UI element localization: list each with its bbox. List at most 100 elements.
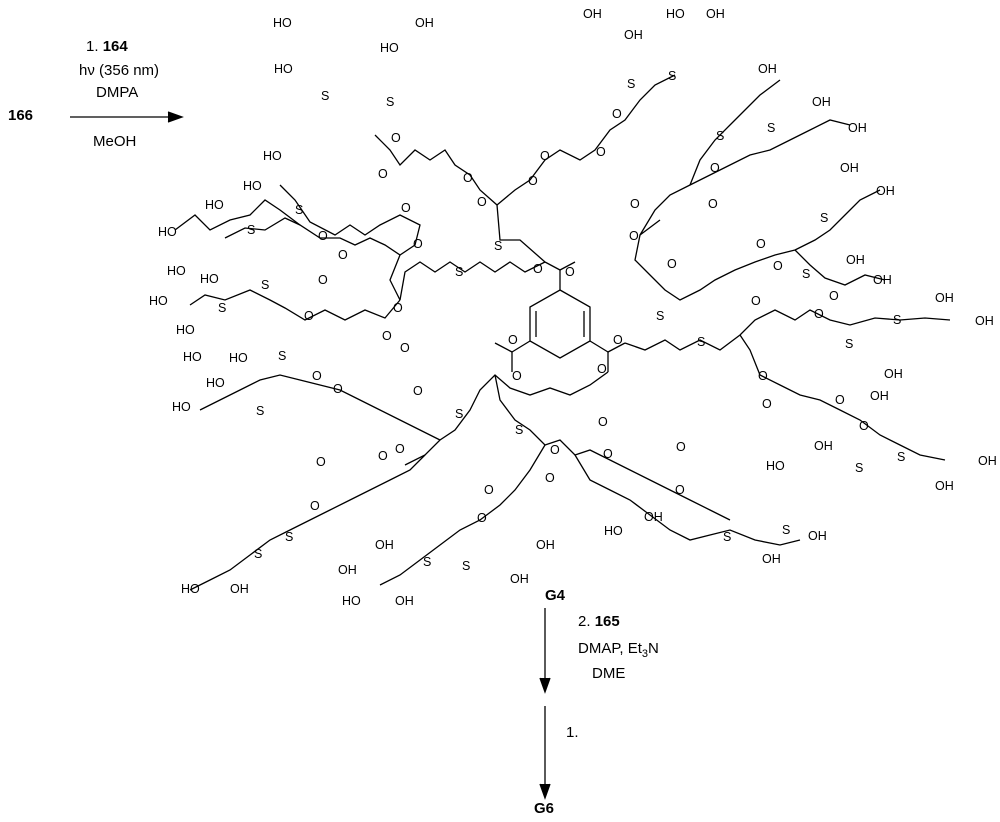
- svg-text:O: O: [528, 174, 538, 188]
- svg-text:OH: OH: [230, 582, 249, 596]
- svg-text:OH: OH: [510, 572, 529, 586]
- svg-text:S: S: [845, 337, 853, 351]
- svg-text:S: S: [656, 309, 664, 323]
- svg-text:O: O: [814, 307, 824, 321]
- svg-text:O: O: [512, 369, 522, 383]
- svg-text:O: O: [393, 301, 403, 315]
- svg-text:HO: HO: [183, 350, 202, 364]
- svg-text:O: O: [508, 333, 518, 347]
- svg-text:O: O: [304, 309, 314, 323]
- svg-text:O: O: [312, 369, 322, 383]
- svg-text:OH: OH: [762, 552, 781, 566]
- svg-text:O: O: [710, 161, 720, 175]
- svg-text:O: O: [675, 483, 685, 497]
- svg-text:O: O: [310, 499, 320, 513]
- svg-text:HO: HO: [342, 594, 361, 608]
- svg-text:S: S: [254, 547, 262, 561]
- initiator-dmpa: DMPA: [96, 84, 139, 101]
- svg-text:O: O: [400, 341, 410, 355]
- svg-text:O: O: [756, 237, 766, 251]
- reagent-164: 164: [102, 38, 128, 55]
- svg-text:O: O: [596, 145, 606, 159]
- svg-text:S: S: [261, 278, 269, 292]
- svg-text:OH: OH: [415, 16, 434, 30]
- svg-text:OH: OH: [758, 62, 777, 76]
- wavelength: (356 nm): [99, 62, 160, 79]
- svg-text:O: O: [603, 447, 613, 461]
- svg-text:S: S: [855, 461, 863, 475]
- svg-text:OH: OH: [624, 28, 643, 42]
- svg-text:S: S: [256, 404, 264, 418]
- svg-text:S: S: [423, 555, 431, 569]
- solvent-meoh: MeOH: [93, 133, 137, 150]
- svg-text:HO: HO: [229, 351, 248, 365]
- reaction-arrow-3: [539, 706, 551, 800]
- svg-text:HO: HO: [149, 294, 168, 308]
- svg-text:O: O: [598, 415, 608, 429]
- svg-text:S: S: [782, 523, 790, 537]
- svg-text:O: O: [597, 362, 607, 376]
- svg-text:S: S: [462, 559, 470, 573]
- svg-text:OH: OH: [873, 273, 892, 287]
- step3-number: 1.: [566, 724, 579, 741]
- dmap-et: DMAP, Et: [578, 640, 642, 657]
- svg-text:HO: HO: [176, 323, 195, 337]
- svg-text:HO: HO: [666, 7, 685, 21]
- svg-text:OH: OH: [395, 594, 414, 608]
- svg-text:HO: HO: [167, 264, 186, 278]
- reaction-arrow-1: [70, 111, 184, 123]
- svg-text:HO: HO: [604, 524, 623, 538]
- product-g4-label: G4: [545, 587, 566, 604]
- svg-text:HO: HO: [380, 41, 399, 55]
- svg-text:O: O: [859, 419, 869, 433]
- hv-symbol: hν: [79, 62, 95, 79]
- step1-reagent-line: 1. 164: [86, 38, 128, 56]
- svg-text:OH: OH: [583, 7, 602, 21]
- step2-number: 2.: [578, 613, 591, 630]
- svg-text:OH: OH: [536, 538, 555, 552]
- svg-text:OH: OH: [814, 439, 833, 453]
- svg-text:OH: OH: [935, 479, 954, 493]
- step1-number: 1.: [86, 38, 99, 55]
- svg-text:HO: HO: [274, 62, 293, 76]
- svg-text:OH: OH: [375, 538, 394, 552]
- svg-text:S: S: [668, 69, 676, 83]
- benzene-core: [494, 261, 626, 372]
- dendron-arms: [174, 74, 951, 591]
- svg-text:OH: OH: [840, 161, 859, 175]
- svg-text:O: O: [629, 229, 639, 243]
- svg-text:O: O: [550, 443, 560, 457]
- product-g6-label: G6: [534, 800, 555, 817]
- svg-text:O: O: [318, 229, 328, 243]
- svg-text:O: O: [758, 369, 768, 383]
- svg-text:S: S: [494, 239, 502, 253]
- et3n-n: N: [648, 640, 659, 657]
- svg-text:S: S: [627, 77, 635, 91]
- step2-base-line: DMAP, Et3N: [578, 640, 659, 663]
- reaction-arrow-2: [539, 608, 551, 694]
- svg-text:O: O: [829, 289, 839, 303]
- svg-text:OH: OH: [338, 563, 357, 577]
- svg-text:O: O: [612, 107, 622, 121]
- svg-text:O: O: [835, 393, 845, 407]
- svg-text:S: S: [723, 530, 731, 544]
- svg-text:S: S: [455, 407, 463, 421]
- svg-text:OH: OH: [935, 291, 954, 305]
- svg-text:S: S: [802, 267, 810, 281]
- svg-text:O: O: [565, 265, 575, 279]
- svg-text:O: O: [378, 449, 388, 463]
- svg-text:O: O: [318, 273, 328, 287]
- svg-text:OH: OH: [884, 367, 903, 381]
- svg-text:S: S: [893, 313, 901, 327]
- svg-text:O: O: [391, 131, 401, 145]
- svg-text:S: S: [767, 121, 775, 135]
- svg-text:O: O: [382, 329, 392, 343]
- atom-labels: S S S S S S S S S S S S S S S S S S S S …: [149, 7, 997, 608]
- svg-text:S: S: [285, 530, 293, 544]
- svg-text:O: O: [378, 167, 388, 181]
- svg-text:HO: HO: [158, 225, 177, 239]
- solvent-dme: DME: [592, 665, 626, 682]
- svg-text:HO: HO: [243, 179, 262, 193]
- svg-text:S: S: [218, 301, 226, 315]
- svg-text:HO: HO: [200, 272, 219, 286]
